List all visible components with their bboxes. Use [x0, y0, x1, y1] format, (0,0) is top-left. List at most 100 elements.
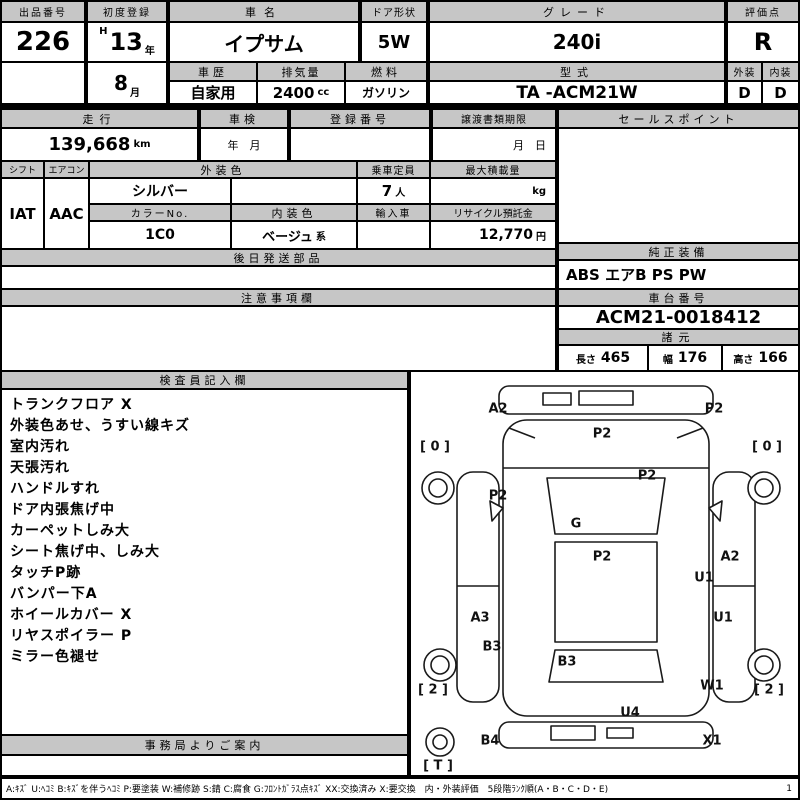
- shift-value: IAT: [2, 179, 43, 248]
- aircon-value: AAC: [45, 179, 88, 248]
- mileage-header: 走行: [2, 110, 197, 127]
- interior-color-value: ベージュ系: [232, 222, 356, 248]
- spare-tire: [425, 727, 455, 757]
- wheel-rear-right: [747, 648, 781, 682]
- displacement-header: 排気量: [258, 63, 344, 80]
- inspector-note: カーペットしみ大: [10, 523, 130, 539]
- office-info-body: [2, 756, 407, 775]
- legend-bar: A:ｷｽﾞ U:ﾍｺﾐ B:ｷｽﾞを伴うﾍｺﾐ P:要塗装 W:補修跡 S:錆 …: [2, 779, 798, 798]
- reg-month: 8: [114, 71, 128, 95]
- color-no-value: 1C0: [90, 222, 230, 248]
- inspector-note: リヤスポイラー P: [10, 628, 133, 644]
- inspector-notes-header: 検査員記入欄: [2, 372, 407, 388]
- color-no-header: カラーNo.: [90, 205, 230, 220]
- diagram-label: P2: [489, 489, 508, 504]
- diagram-label: P2: [593, 550, 612, 565]
- legend-text: A:ｷｽﾞ U:ﾍｺﾐ B:ｷｽﾞを伴うﾍｺﾐ P:要塗装 W:補修跡 S:錆 …: [6, 785, 609, 795]
- wheel-front-right: [747, 471, 781, 505]
- diagram-label: P2: [705, 402, 724, 417]
- interior-score-value: D: [763, 82, 798, 103]
- aircon-header: エアコン: [45, 162, 88, 177]
- diagram-label: P2: [638, 469, 657, 484]
- grade-header: グレード: [430, 2, 724, 21]
- diagram-label: B4: [481, 734, 500, 749]
- diagram-label: W1: [700, 679, 723, 694]
- diagram-label: B3: [558, 655, 577, 670]
- inspector-note: タッチP跡: [10, 565, 82, 581]
- car-outline: [421, 385, 781, 757]
- chassis-no-header: 車台番号: [559, 290, 798, 305]
- chassis-no-value: ACM21-0018412: [559, 307, 798, 328]
- diagram-label: B3: [483, 640, 502, 655]
- exterior-score-header: 外装: [728, 63, 761, 80]
- grade-value: 240i: [430, 23, 724, 61]
- registration-no-value: [291, 129, 429, 160]
- interior-color-name: ベージュ: [262, 229, 313, 245]
- transfer-deadline-header: 譲渡書類期限: [433, 110, 555, 127]
- history-value: 自家用: [170, 82, 256, 103]
- displacement-unit: cc: [317, 87, 330, 98]
- diagram-label: [ 0 ]: [752, 440, 782, 455]
- inspector-note: 室内汚れ: [10, 439, 70, 455]
- import-header: 輸入車: [358, 205, 429, 220]
- history-header: 車歴: [170, 63, 256, 80]
- later-parts-body: [2, 267, 555, 288]
- capacity-header: 乗車定員: [358, 162, 429, 177]
- inspector-note: ハンドルすれ: [10, 481, 100, 497]
- inspector-note: 天張汚れ: [10, 460, 70, 476]
- car-name-header: 車名: [170, 2, 358, 21]
- width-value: 176: [677, 350, 708, 366]
- diagram-label: U4: [620, 706, 640, 721]
- year-unit: 年: [144, 46, 155, 57]
- fuel-value: ガソリン: [346, 82, 426, 103]
- door-shape-value: 5W: [362, 23, 426, 61]
- caution-header: 注意事項欄: [2, 290, 555, 305]
- recycle-deposit-header: リサイクル預託金: [431, 205, 555, 220]
- exterior-color-header: 外装色: [90, 162, 356, 177]
- sales-point-body: [559, 129, 798, 242]
- interior-color-header: 内装色: [232, 205, 356, 220]
- car-name-value: イプサム: [170, 23, 358, 61]
- spec-header: 諸元: [559, 330, 798, 344]
- displacement-number: 2400: [272, 83, 315, 102]
- exhibit-no-value: 226: [2, 23, 84, 61]
- diagram-label: A2: [720, 550, 739, 565]
- registration-no-header: 登録番号: [291, 110, 429, 127]
- inspector-note: ホイールカバー X: [10, 607, 133, 623]
- inspector-note: トランクフロア X: [10, 397, 133, 413]
- diagram-label: [ 0 ]: [420, 440, 450, 455]
- max-load-value: kg: [431, 179, 555, 203]
- inspector-note: ミラー色褪せ: [10, 649, 100, 665]
- interior-score-header: 内装: [763, 63, 798, 80]
- inspector-note: 外装色あせ、うすい線キズ: [10, 418, 190, 434]
- interior-color-suffix: 系: [315, 231, 326, 243]
- inspector-note: シート焦げ中、しみ大: [10, 544, 160, 560]
- diagram-label: [ 2 ]: [754, 683, 784, 698]
- import-value: [358, 222, 429, 248]
- exterior-score-value: D: [728, 82, 761, 103]
- equipment-header: 純正装備: [559, 244, 798, 259]
- height-value: 166: [758, 350, 788, 366]
- capacity-number: 7: [381, 182, 393, 200]
- fuel-header: 燃料: [346, 63, 426, 80]
- mileage-number: 139,668: [48, 134, 131, 155]
- first-registration-header: 初度登録: [88, 2, 166, 21]
- score-value: R: [728, 23, 798, 61]
- sales-point-header: セールスポイント: [559, 110, 798, 127]
- diagram-label: [ T ]: [423, 759, 453, 774]
- diagram-label: P2: [593, 427, 612, 442]
- diagram-label: X1: [702, 734, 721, 749]
- reg-year: 13: [109, 28, 143, 56]
- inspection-header: 車検: [201, 110, 287, 127]
- inspection-value: 年 月: [201, 129, 287, 160]
- diagram-label: U1: [694, 571, 714, 586]
- shift-header: シフト: [2, 162, 43, 177]
- capacity-unit: 人: [395, 187, 406, 199]
